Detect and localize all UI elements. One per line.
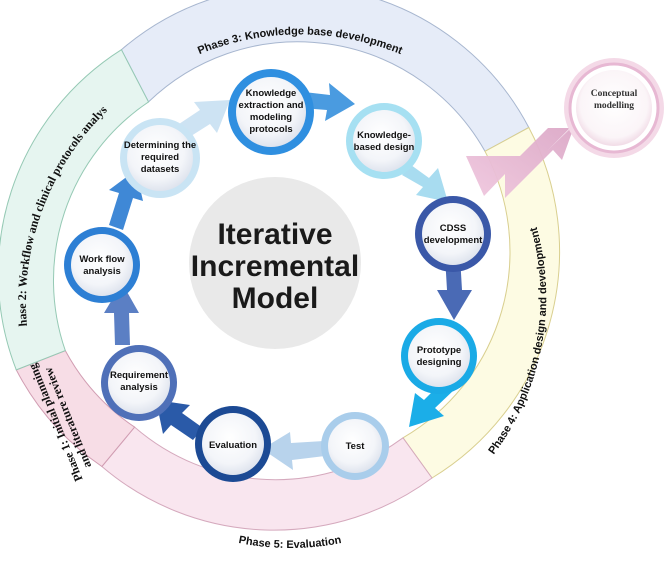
center-line-1: Iterative [217,218,332,251]
phase-ring [0,0,561,531]
phase5-label: Phase 5: Evaluation [238,534,343,551]
svg-text:Prototype: Prototype [417,345,461,356]
svg-text:extraction and: extraction and [239,100,304,111]
svg-text:protocols: protocols [249,124,292,135]
arrow-cdss-to-proto [437,256,472,320]
process-nodes: Knowledge extraction and modeling protoc… [64,69,491,482]
svg-text:datasets: datasets [141,164,180,175]
svg-text:Work flow: Work flow [79,254,125,265]
node-prototype-designing: Prototype designing [401,318,477,394]
conceptual-modelling: Conceptual modelling [564,58,664,158]
node-knowledge-based-design: Knowledge- based design [346,103,422,179]
node-knowledge-extraction: Knowledge extraction and modeling protoc… [228,69,314,155]
svg-text:analysis: analysis [120,382,158,393]
node-requirement-analysis: Requirement analysis [101,345,177,421]
svg-text:Requirement: Requirement [110,370,169,381]
arrow-ke-to-kbd [302,83,355,121]
center-model: Iterative Incremental Model [189,177,361,349]
conceptual-arrow [466,124,575,198]
svg-text:modelling: modelling [594,101,634,111]
phase2-segment [0,48,150,371]
svg-text:Knowledge-: Knowledge- [357,130,411,141]
node-cdss-development: CDSS development [415,196,491,272]
svg-text:based design: based design [354,142,415,153]
svg-text:Test: Test [346,441,366,452]
svg-text:development: development [424,235,483,246]
svg-text:CDSS: CDSS [440,223,466,234]
node-determining-datasets: Determining the required datasets [120,118,200,198]
center-line-3: Model [232,282,319,315]
arrow-eval-to-req [156,400,203,440]
svg-text:modeling: modeling [250,112,292,123]
arrow-test-to-eval [262,432,325,470]
svg-text:analysis: analysis [83,266,121,277]
svg-text:Evaluation: Evaluation [209,440,257,451]
svg-text:Knowledge: Knowledge [246,88,297,99]
svg-text:designing: designing [417,357,462,368]
center-line-2: Incremental [191,250,359,283]
node-test: Test [321,412,389,480]
arrow-kbd-to-cdss [402,165,448,202]
node-evaluation: Evaluation [195,406,271,482]
node-work-flow-analysis: Work flow analysis [64,227,140,303]
svg-text:Determining the: Determining the [124,140,196,151]
svg-text:Conceptual: Conceptual [591,89,638,99]
svg-text:required: required [141,152,179,163]
